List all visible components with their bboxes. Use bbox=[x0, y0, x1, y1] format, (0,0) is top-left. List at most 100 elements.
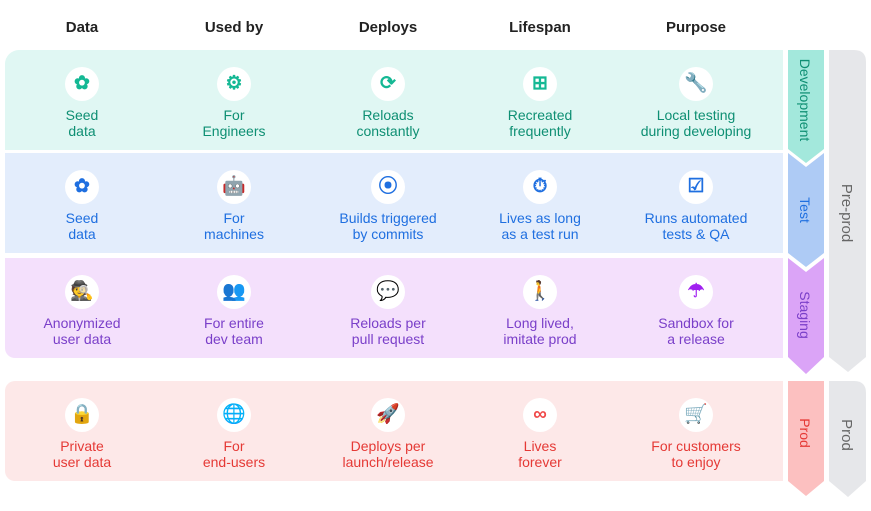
engineer-icon: ⚙ bbox=[217, 67, 251, 101]
cell: 🚶 Long lived,imitate prod bbox=[465, 258, 615, 347]
stage-development bbox=[788, 50, 824, 163]
group-label-prod: Prod bbox=[838, 419, 855, 451]
cell-line2: by commits bbox=[352, 226, 424, 242]
cell-line2: constantly bbox=[356, 123, 420, 139]
stage-label-test: Test bbox=[797, 197, 813, 223]
cell-line2: dev team bbox=[205, 331, 263, 347]
wrench-icon: 🔧 bbox=[679, 67, 713, 101]
group-label-preprod: Pre-prod bbox=[838, 184, 855, 242]
cell-line2: data bbox=[68, 226, 96, 242]
elderly-icon: 🚶 bbox=[523, 275, 557, 309]
cell-line2: data bbox=[68, 123, 96, 139]
column-header: Used by bbox=[204, 19, 264, 36]
cell-line2: Engineers bbox=[202, 123, 266, 139]
incognito-icon: 🕵 bbox=[65, 275, 99, 309]
cell-line2: user data bbox=[52, 454, 112, 470]
cell-line1: Seed bbox=[65, 210, 99, 226]
robot-icon: 🤖 bbox=[217, 170, 251, 204]
cell-line2: to enjoy bbox=[671, 454, 721, 470]
cell-line2: end-users bbox=[202, 454, 266, 470]
column-header: Purpose bbox=[665, 19, 726, 36]
stage-test bbox=[788, 153, 824, 267]
sync-icon: ⟳ bbox=[371, 67, 405, 101]
cell-line2: frequently bbox=[509, 123, 571, 139]
cell-line2: during developing bbox=[640, 123, 752, 139]
cell-line1: Lives bbox=[523, 438, 557, 454]
stage-prod bbox=[788, 381, 824, 496]
group-icon: 👥 bbox=[217, 275, 251, 309]
commit-icon: ⦿ bbox=[371, 170, 405, 204]
stage-label-staging: Staging bbox=[797, 291, 813, 338]
infinity-icon: ∞ bbox=[523, 398, 557, 432]
chat-icon: 💬 bbox=[371, 275, 405, 309]
cell-line2: forever bbox=[518, 454, 562, 470]
add-box-icon: ⊞ bbox=[523, 67, 557, 101]
cell-line2: user data bbox=[52, 331, 112, 347]
cell-line1: Lives as long bbox=[499, 210, 581, 226]
cell-line1: Seed bbox=[65, 107, 99, 123]
cell-line1: Local testing bbox=[656, 107, 736, 123]
beach-umbrella-icon: ☂ bbox=[679, 275, 713, 309]
group-preprod bbox=[829, 50, 866, 372]
cell-line2: imitate prod bbox=[503, 331, 577, 347]
cell-line1: For bbox=[223, 107, 245, 123]
cell-line1: For customers bbox=[651, 438, 741, 454]
cell-line1: For bbox=[223, 210, 245, 226]
cell-line1: Reloads per bbox=[350, 315, 426, 331]
rocket-icon: 🚀 bbox=[371, 398, 405, 432]
cell-line2: tests & QA bbox=[662, 226, 730, 242]
cell-line1: Anonymized bbox=[43, 315, 121, 331]
cell-line1: Deploys per bbox=[350, 438, 426, 454]
column-header: Deploys bbox=[358, 19, 418, 36]
stage-label-prod: Prod bbox=[797, 418, 813, 448]
cell-line1: For entire bbox=[204, 315, 264, 331]
cell-line1: Builds triggered bbox=[339, 210, 437, 226]
checklist-icon: ☑ bbox=[679, 170, 713, 204]
cell-line1: Sandbox for bbox=[658, 315, 734, 331]
cell-line1: For bbox=[223, 438, 245, 454]
stage-label-development: Development bbox=[797, 59, 813, 142]
cell-line2: pull request bbox=[351, 331, 425, 347]
cell-line1: Runs automated bbox=[644, 210, 748, 226]
flower-icon: ✿ bbox=[65, 170, 99, 204]
group-prod bbox=[829, 381, 866, 497]
cell-line1: Recreated bbox=[507, 107, 573, 123]
cell-line2: a release bbox=[667, 331, 725, 347]
cell-line1: Long lived, bbox=[506, 315, 574, 331]
timer-icon: ⏱ bbox=[523, 170, 557, 204]
globe-icon: 🌐 bbox=[217, 398, 251, 432]
cell-line1: Reloads bbox=[362, 107, 414, 123]
cell-line2: as a test run bbox=[501, 226, 579, 242]
stage-staging bbox=[788, 258, 824, 374]
cell-line2: launch/release bbox=[342, 454, 434, 470]
flower-icon: ✿ bbox=[65, 67, 99, 101]
column-header: Data bbox=[65, 19, 99, 36]
cell-line1: Private bbox=[60, 438, 104, 454]
cart-icon: 🛒 bbox=[679, 398, 713, 432]
column-header: Lifespan bbox=[509, 19, 571, 36]
